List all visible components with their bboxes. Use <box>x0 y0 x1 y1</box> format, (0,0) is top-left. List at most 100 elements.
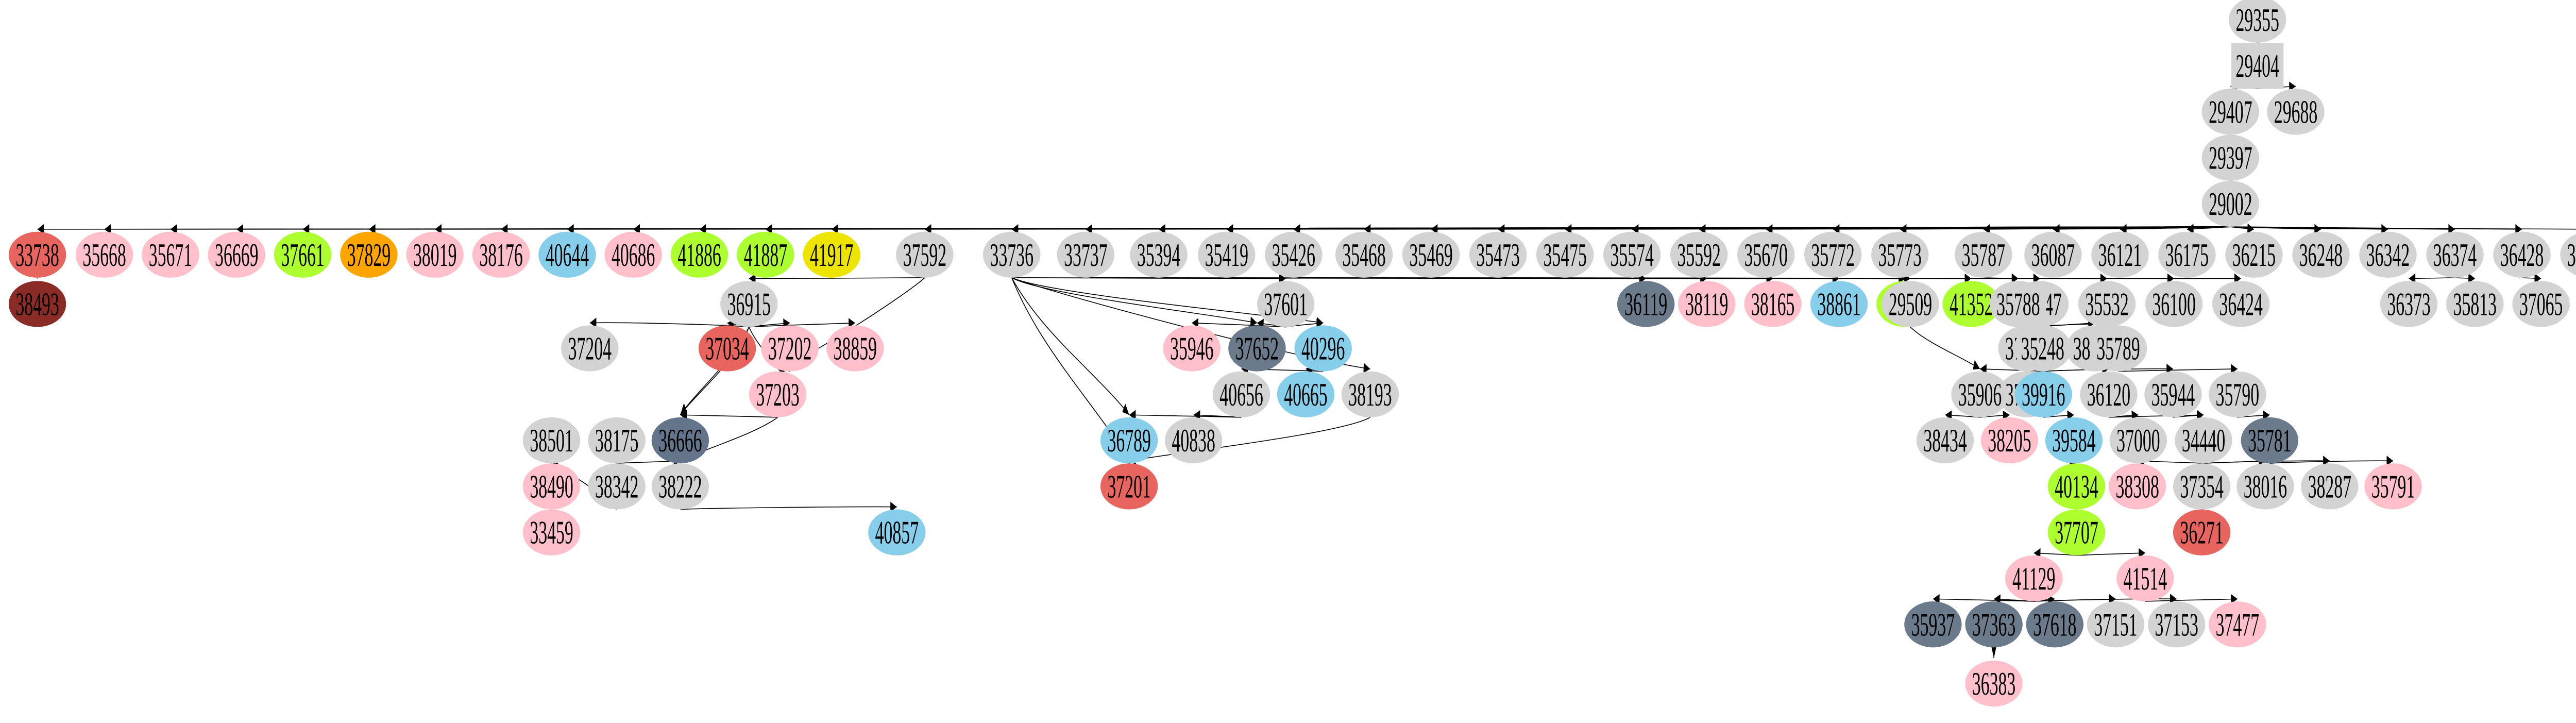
node-ellipse-shape[interactable] <box>1257 281 1315 327</box>
node-ellipse-shape[interactable] <box>75 231 133 278</box>
graph-node[interactable]: 38501 <box>522 417 581 464</box>
node-ellipse-shape[interactable] <box>2201 134 2260 181</box>
node-ellipse-shape[interactable] <box>1942 281 2000 327</box>
node-ellipse-shape[interactable] <box>2109 417 2167 464</box>
graph-node[interactable]: 40296 <box>1294 325 1352 372</box>
node-ellipse-shape[interactable] <box>274 231 332 278</box>
graph-node[interactable]: 37661 <box>274 231 332 278</box>
graph-node[interactable]: 35419 <box>1198 231 1256 278</box>
graph-node[interactable]: 38859 <box>826 325 884 372</box>
graph-node[interactable]: 40838 <box>1164 417 1223 464</box>
node-ellipse-shape[interactable] <box>1277 371 1335 417</box>
node-ellipse-shape[interactable] <box>561 325 619 372</box>
node-ellipse-shape[interactable] <box>8 231 66 278</box>
graph-node[interactable]: 35789 <box>2089 325 2147 372</box>
node-ellipse-shape[interactable] <box>803 231 860 278</box>
node-ellipse-shape[interactable] <box>2078 281 2136 327</box>
node-ellipse-shape[interactable] <box>1871 231 1929 278</box>
graph-node[interactable]: 29688 <box>2267 89 2325 135</box>
node-ellipse-shape[interactable] <box>1904 601 1962 648</box>
node-ellipse-shape[interactable] <box>1951 371 2009 417</box>
graph-node[interactable]: 37477 <box>2209 601 2266 648</box>
graph-node[interactable]: 36215 <box>2225 231 2283 278</box>
graph-node[interactable]: 33459 <box>522 509 581 556</box>
node-ellipse-shape[interactable] <box>1810 281 1868 327</box>
node-ellipse-shape[interactable] <box>2364 463 2422 510</box>
graph-node[interactable]: 36373 <box>2380 281 2438 327</box>
node-ellipse-shape[interactable] <box>522 509 581 556</box>
graph-node[interactable]: 35946 <box>1163 325 1221 372</box>
node-ellipse-shape[interactable] <box>604 231 662 278</box>
node-ellipse-shape[interactable] <box>2173 509 2231 556</box>
graph-node[interactable]: 35787 <box>1955 231 2012 278</box>
node-ellipse-shape[interactable] <box>2225 231 2283 278</box>
graph-node[interactable]: 35475 <box>1536 231 1594 278</box>
graph-node[interactable]: 36175 <box>2158 231 2216 278</box>
node-ellipse-shape[interactable] <box>2158 231 2216 278</box>
node-ellipse-shape[interactable] <box>2201 89 2260 135</box>
graph-node[interactable]: 36565 <box>2560 232 2576 278</box>
graph-node[interactable]: 36669 <box>208 231 265 278</box>
graph-node[interactable]: 35671 <box>142 231 199 278</box>
node-ellipse-shape[interactable] <box>522 463 581 510</box>
node-ellipse-shape[interactable] <box>2026 601 2084 648</box>
graph-node[interactable]: 35937 <box>1904 601 1962 648</box>
node-ellipse-shape[interactable] <box>698 325 756 372</box>
graph-node[interactable]: 37363 <box>1965 601 2023 648</box>
graph-node[interactable]: 36915 <box>720 281 778 327</box>
graph-node[interactable]: 37592 <box>896 231 954 278</box>
node-ellipse-shape[interactable] <box>1882 281 1939 327</box>
graph-node[interactable]: 39916 <box>2014 371 2073 417</box>
graph-node[interactable]: 36374 <box>2426 231 2484 278</box>
graph-node[interactable]: 37201 <box>1100 463 1158 510</box>
node-ellipse-shape[interactable] <box>2201 180 2260 227</box>
graph-node[interactable]: 38308 <box>2108 463 2166 510</box>
node-ellipse-shape[interactable] <box>2446 281 2504 327</box>
graph-node[interactable]: 38205 <box>1980 417 2039 464</box>
graph-node[interactable]: 29404 <box>2231 42 2284 89</box>
node-ellipse-shape[interactable] <box>737 231 794 278</box>
graph-node[interactable]: 35592 <box>1670 231 1728 278</box>
graph-node[interactable]: 35469 <box>1402 231 1460 278</box>
graph-node[interactable]: 36087 <box>2024 231 2082 278</box>
graph-node[interactable]: 38434 <box>1916 417 1974 464</box>
graph-node[interactable]: 36120 <box>2080 371 2138 417</box>
graph-node[interactable]: 29407 <box>2201 89 2260 135</box>
node-ellipse-shape[interactable] <box>2359 231 2417 278</box>
graph-node[interactable]: 34440 <box>2175 417 2232 464</box>
node-ellipse-shape[interactable] <box>2005 555 2063 602</box>
node-ellipse-shape[interactable] <box>2267 89 2325 135</box>
graph-node[interactable]: 35788 <box>1989 281 2047 327</box>
node-ellipse-shape[interactable] <box>1212 371 1270 417</box>
graph-node[interactable]: 38193 <box>1341 371 1399 417</box>
node-ellipse-shape[interactable] <box>1294 325 1352 372</box>
graph-node[interactable]: 37601 <box>1257 281 1315 327</box>
node-ellipse-shape[interactable] <box>2426 231 2484 278</box>
node-ellipse-shape[interactable] <box>2493 231 2551 278</box>
graph-node[interactable]: 35773 <box>1871 231 1929 278</box>
node-ellipse-shape[interactable] <box>142 231 199 278</box>
node-ellipse-shape[interactable] <box>2091 231 2149 278</box>
graph-node[interactable]: 38342 <box>588 463 646 510</box>
graph-node[interactable]: 36383 <box>1965 660 2023 707</box>
node-ellipse-shape[interactable] <box>2144 371 2202 417</box>
graph-node[interactable]: 41887 <box>737 231 794 278</box>
graph-node[interactable]: 29397 <box>2201 134 2260 181</box>
node-ellipse-shape[interactable] <box>651 417 709 464</box>
graph-node[interactable]: 35574 <box>1603 231 1661 278</box>
node-ellipse-shape[interactable] <box>983 231 1041 278</box>
node-ellipse-shape[interactable] <box>1469 231 1527 278</box>
graph-node[interactable]: 37202 <box>761 325 819 372</box>
graph-node[interactable]: 36119 <box>1617 281 1675 327</box>
graph-node[interactable]: 35426 <box>1265 231 1323 278</box>
node-ellipse-shape[interactable] <box>2047 463 2106 510</box>
graph-node[interactable]: 37652 <box>1228 325 1286 372</box>
graph-node[interactable]: 35944 <box>2144 371 2202 417</box>
graph-node[interactable]: 38016 <box>2236 463 2294 510</box>
graph-node[interactable]: 36666 <box>651 417 709 464</box>
node-ellipse-shape[interactable] <box>896 231 954 278</box>
graph-node[interactable]: 36428 <box>2493 231 2551 278</box>
node-ellipse-shape[interactable] <box>1130 231 1188 278</box>
graph-node[interactable]: 35532 <box>2078 281 2136 327</box>
graph-node[interactable]: 37153 <box>2147 601 2206 648</box>
